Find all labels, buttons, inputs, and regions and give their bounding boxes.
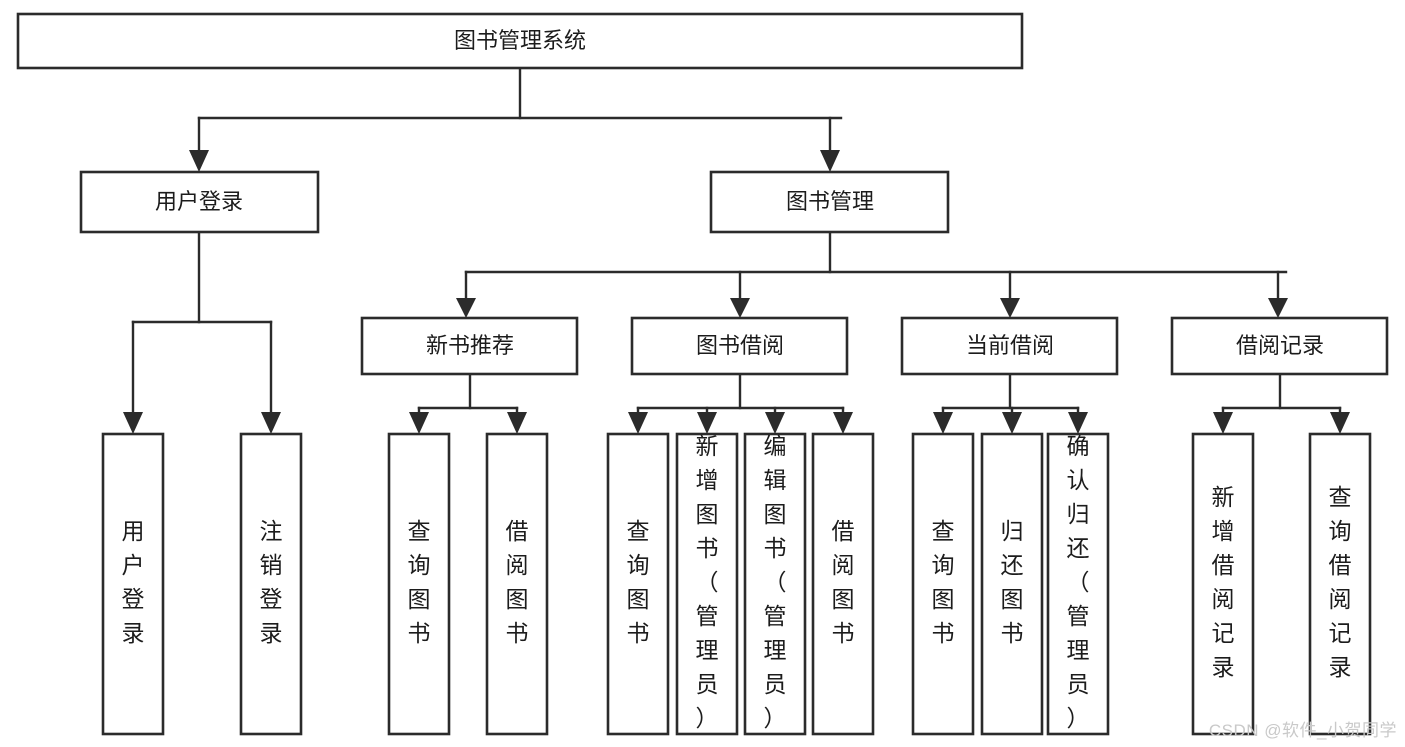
node-borrow-record-label: 借阅记录	[1236, 333, 1324, 358]
connector-group	[123, 66, 1350, 434]
leaf-label: 注销登录	[260, 518, 283, 646]
leaf-box[interactable]	[485, 432, 549, 736]
leaf-node[interactable]: 查询借阅记录	[1308, 432, 1372, 736]
node-book-management-label: 图书管理	[786, 189, 874, 214]
arrowhead-book-mgmt	[820, 150, 840, 172]
node-current-borrow-box[interactable]	[900, 316, 1119, 376]
arrowhead-book-borrow-leaf-0	[628, 412, 648, 434]
arrowhead-borrow-record-leaf-1	[1330, 412, 1350, 434]
csdn-watermark: CSDN @软件_小贺同学	[1208, 721, 1397, 740]
arrowhead-user-login-leaf-1	[261, 412, 281, 434]
leaf-node[interactable]: 借阅图书	[811, 432, 875, 736]
leaf-box[interactable]	[101, 432, 165, 736]
arrowhead-current-borrow-leaf-1	[1002, 412, 1022, 434]
leaf-box[interactable]	[606, 432, 670, 736]
arrowhead-new-book	[456, 298, 476, 318]
leaf-node[interactable]: 查询图书	[606, 432, 670, 736]
leaf-node[interactable]: 确认归还（管理员）	[1046, 432, 1110, 736]
node-current-borrow-label: 当前借阅	[966, 333, 1054, 358]
leaf-label: 用户登录	[122, 518, 145, 646]
leaf-box[interactable]	[387, 432, 451, 736]
leaf-label: 查询借阅记录	[1329, 484, 1352, 680]
leaf-node[interactable]: 注销登录	[239, 432, 303, 736]
leaf-box[interactable]	[911, 432, 975, 736]
arrowhead-book-borrow-leaf-3	[833, 412, 853, 434]
node-book-borrow-box[interactable]	[630, 316, 849, 376]
node-root[interactable]: 图书管理系统	[16, 12, 1024, 70]
node-user-login-box[interactable]	[79, 170, 320, 234]
arrowhead-current-borrow	[1000, 298, 1020, 318]
arrowhead-book-borrow-leaf-2	[765, 412, 785, 434]
arrowhead-current-borrow-leaf-0	[933, 412, 953, 434]
leaf-box[interactable]	[743, 432, 807, 736]
leaf-node[interactable]: 用户登录	[101, 432, 165, 736]
leaf-box[interactable]	[239, 432, 303, 736]
leaf-node[interactable]: 归还图书	[980, 432, 1044, 736]
leaf-label: 归还图书	[1001, 518, 1024, 646]
node-book-borrow-label: 图书借阅	[696, 333, 784, 358]
arrowhead-user-login	[189, 150, 209, 172]
leaf-box[interactable]	[980, 432, 1044, 736]
node-user-login-label: 用户登录	[155, 189, 243, 214]
node-book-borrow[interactable]: 图书借阅	[630, 316, 849, 376]
leaf-label: 编辑图书（管理员）	[764, 433, 787, 731]
node-borrow-record[interactable]: 借阅记录	[1170, 316, 1389, 376]
leaf-node[interactable]: 新增图书（管理员）	[675, 432, 739, 736]
leaf-label: 查询图书	[932, 518, 955, 646]
node-book-management[interactable]: 图书管理	[709, 170, 950, 234]
leaf-box[interactable]	[1191, 432, 1255, 736]
node-root-label: 图书管理系统	[454, 28, 586, 53]
node-new-book-recommend-box[interactable]	[360, 316, 579, 376]
leaf-node[interactable]: 查询图书	[387, 432, 451, 736]
node-new-book-recommend-label: 新书推荐	[426, 333, 514, 358]
node-new-book-recommend[interactable]: 新书推荐	[360, 316, 579, 376]
node-borrow-record-box[interactable]	[1170, 316, 1389, 376]
leaf-box[interactable]	[811, 432, 875, 736]
arrowhead-current-borrow-leaf-2	[1068, 412, 1088, 434]
leaf-label: 查询图书	[408, 518, 431, 646]
node-user-login[interactable]: 用户登录	[79, 170, 320, 234]
leaf-box[interactable]	[675, 432, 739, 736]
leaf-label: 借阅图书	[506, 518, 529, 646]
leaf-node[interactable]: 新增借阅记录	[1191, 432, 1255, 736]
leaf-box[interactable]	[1046, 432, 1110, 736]
arrowhead-new-book-leaf-1	[507, 412, 527, 434]
node-root-box[interactable]	[16, 12, 1024, 70]
node-book-management-box[interactable]	[709, 170, 950, 234]
node-current-borrow[interactable]: 当前借阅	[900, 316, 1119, 376]
leaf-label: 新增借阅记录	[1212, 484, 1235, 680]
leaf-label: 查询图书	[627, 518, 650, 646]
arrowhead-user-login-leaf-0	[123, 412, 143, 434]
arrowhead-book-borrow	[730, 298, 750, 318]
arrowhead-borrow-record-leaf-0	[1213, 412, 1233, 434]
arrowhead-borrow-record	[1268, 298, 1288, 318]
leaf-label: 借阅图书	[832, 518, 855, 646]
leaf-label: 新增图书（管理员）	[696, 433, 719, 731]
arrowhead-new-book-leaf-0	[409, 412, 429, 434]
leaf-label: 确认归还（管理员）	[1067, 433, 1090, 731]
arrowhead-book-borrow-leaf-1	[697, 412, 717, 434]
leaf-node[interactable]: 查询图书	[911, 432, 975, 736]
leaf-node[interactable]: 借阅图书	[485, 432, 549, 736]
leaf-node[interactable]: 编辑图书（管理员）	[743, 432, 807, 736]
leaf-box[interactable]	[1308, 432, 1372, 736]
